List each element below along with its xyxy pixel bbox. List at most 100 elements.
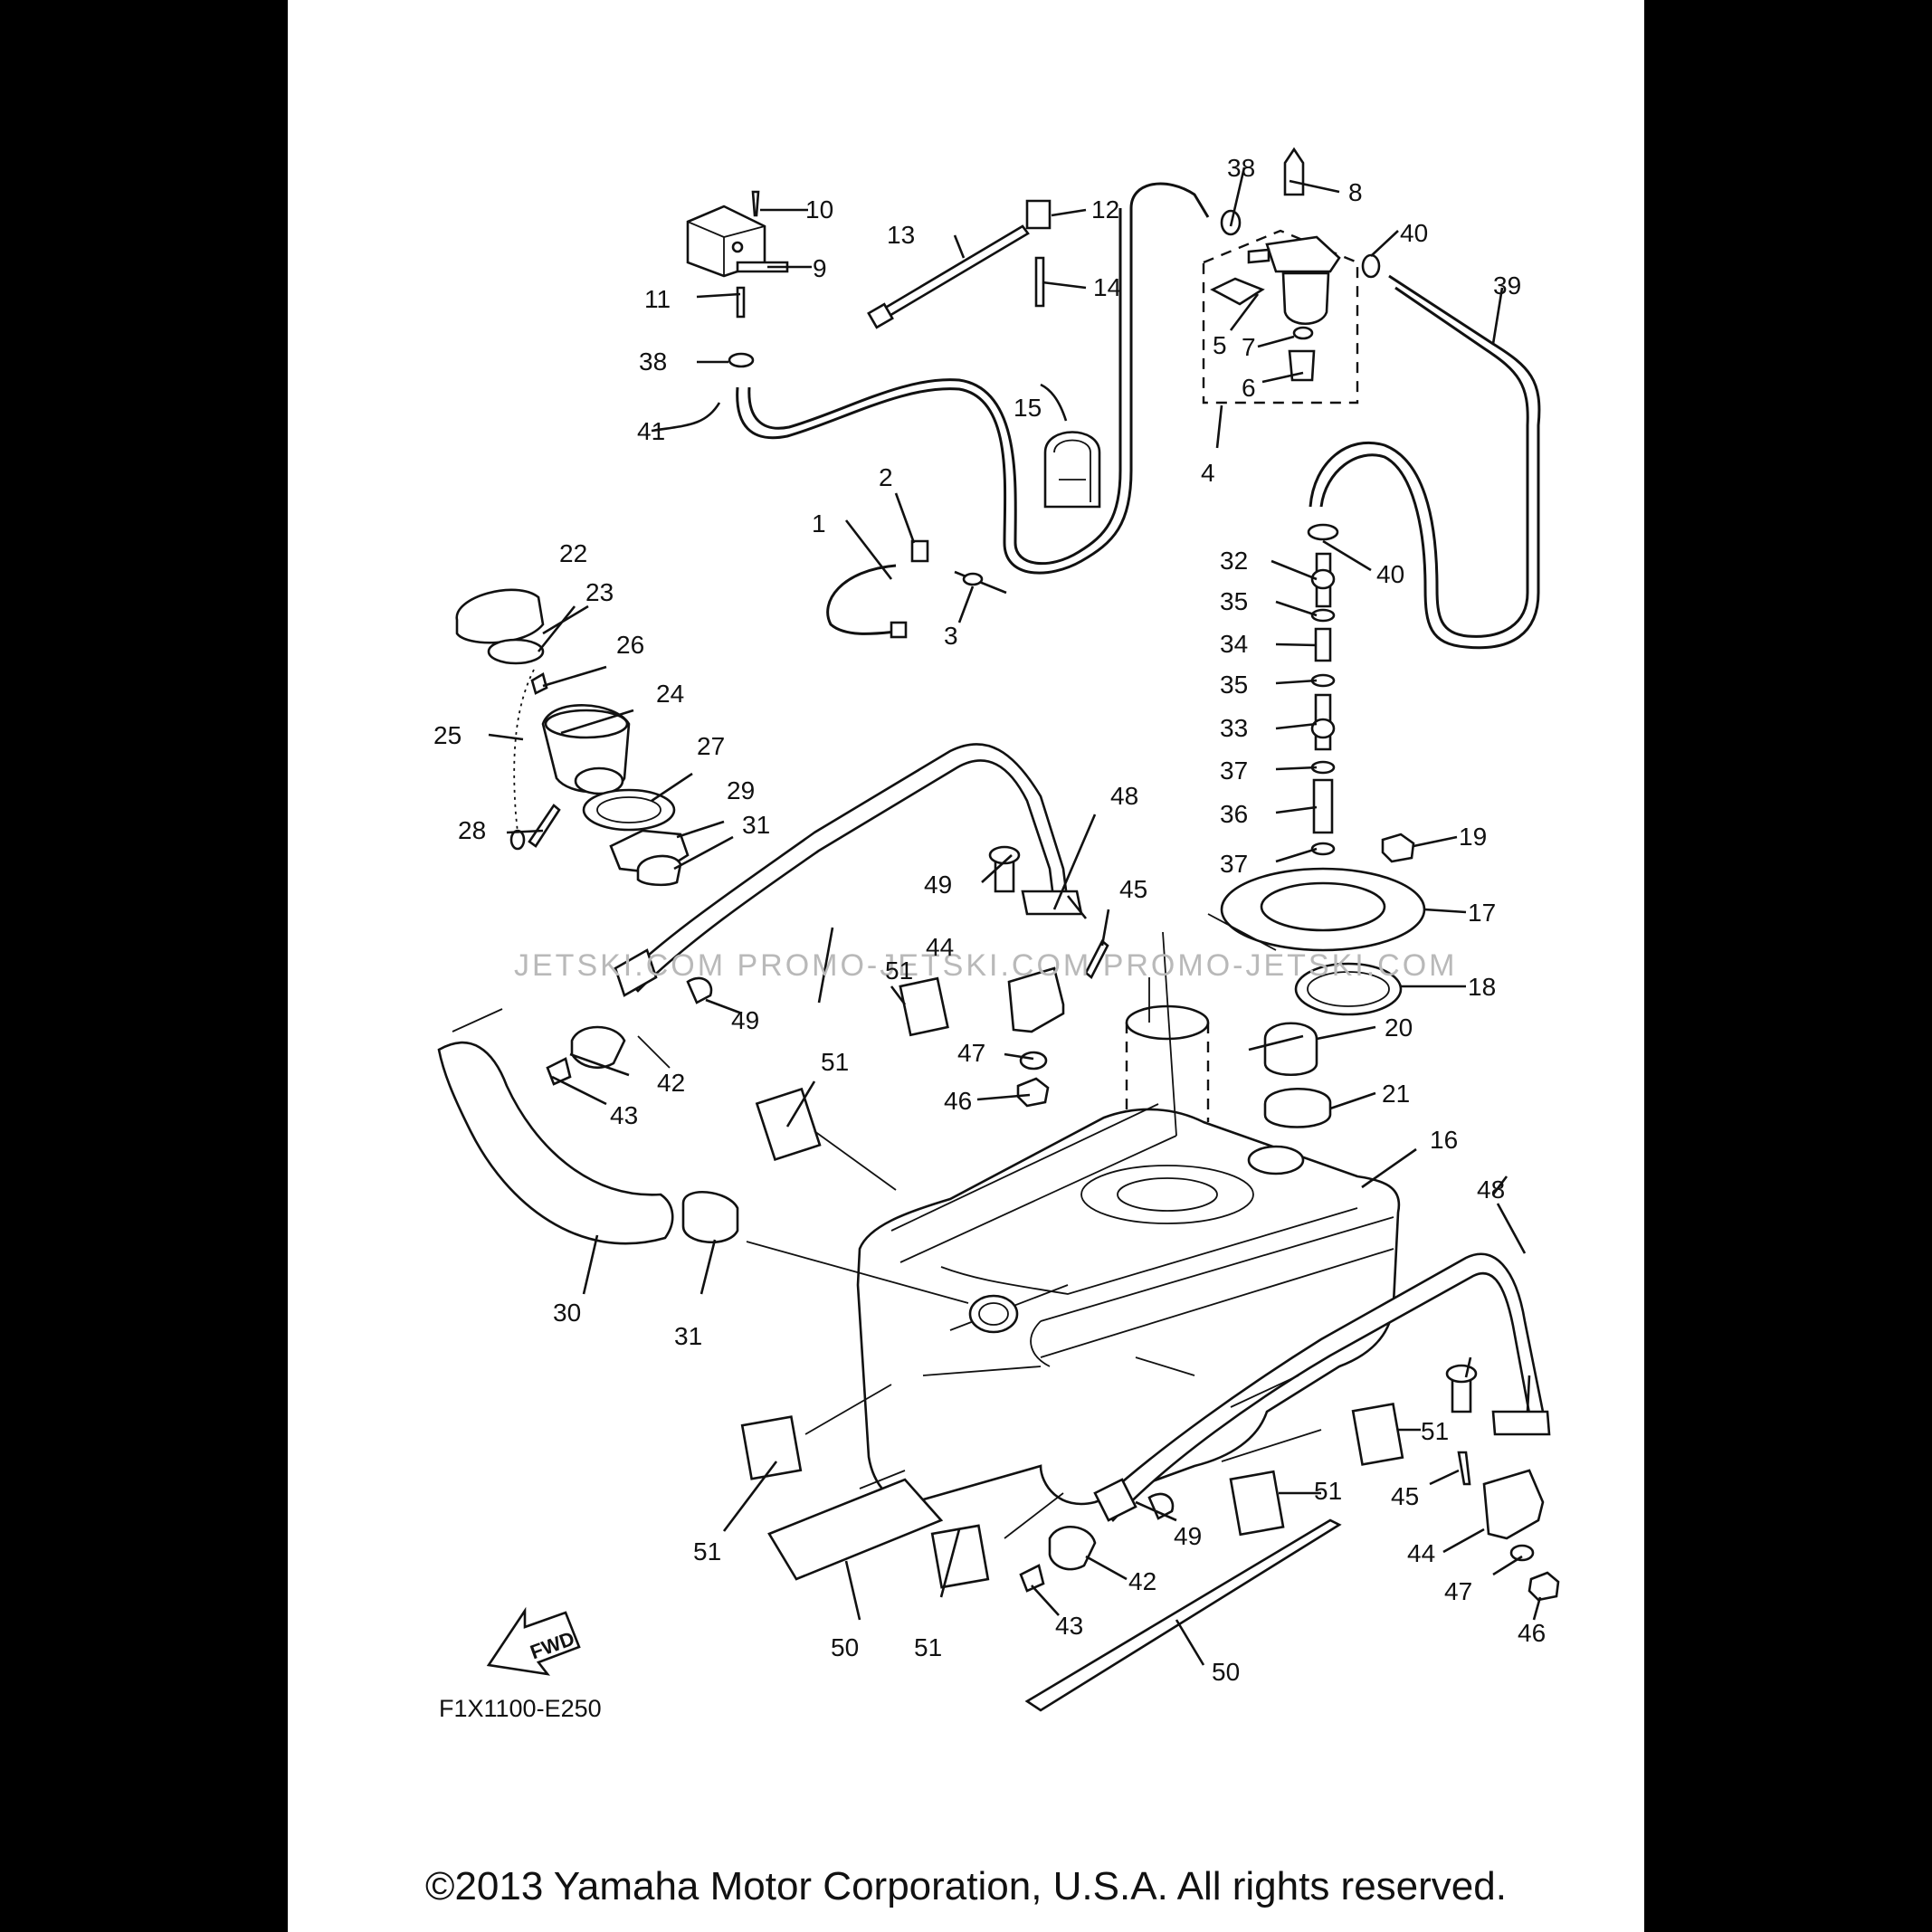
callout-23: 23 bbox=[585, 578, 614, 606]
callout-33: 33 bbox=[1220, 714, 1248, 742]
nut-46-upper bbox=[1016, 1077, 1050, 1108]
callout-13: 13 bbox=[887, 221, 915, 249]
callout-43-top: 43 bbox=[610, 1101, 638, 1129]
cable-tie-13 bbox=[867, 224, 1030, 329]
filter-element-6 bbox=[1288, 349, 1316, 382]
callout-19: 19 bbox=[1459, 823, 1487, 851]
strap-hook-lower bbox=[1491, 1410, 1551, 1436]
cap-20 bbox=[1263, 1022, 1318, 1077]
callout-50-right: 50 bbox=[1212, 1658, 1240, 1686]
hose-41 bbox=[736, 182, 1210, 575]
clamp-40-top bbox=[1361, 253, 1381, 279]
callout-47-bottom: 47 bbox=[1444, 1577, 1472, 1605]
callout-4: 4 bbox=[1201, 459, 1215, 487]
callout-51-a: 51 bbox=[885, 956, 913, 985]
callout-26: 26 bbox=[616, 631, 644, 659]
callout-50-left: 50 bbox=[831, 1633, 859, 1661]
callout-43-bottom: 43 bbox=[1055, 1612, 1083, 1640]
bolt-49-left bbox=[686, 976, 713, 1004]
callout-1: 1 bbox=[812, 509, 826, 538]
rivet-14 bbox=[1034, 256, 1045, 308]
pin-45-upper bbox=[1084, 938, 1109, 980]
callout-44-top: 44 bbox=[926, 933, 954, 961]
diagram-sheet bbox=[288, 0, 1644, 1932]
bracket-5 bbox=[1210, 277, 1265, 306]
hose-39 bbox=[1319, 274, 1541, 650]
callout-51-d: 51 bbox=[914, 1633, 942, 1661]
hose-36 bbox=[1312, 778, 1334, 834]
callout-22: 22 bbox=[559, 539, 587, 567]
fwd-arrow: FWD bbox=[486, 1606, 581, 1676]
sender-opening bbox=[1080, 1165, 1254, 1224]
callout-49-left: 49 bbox=[731, 1006, 759, 1034]
clamp-38-left bbox=[728, 352, 755, 368]
callout-10: 10 bbox=[805, 195, 833, 224]
screw-26 bbox=[530, 672, 548, 695]
callout-16: 16 bbox=[1430, 1126, 1458, 1154]
callout-9: 9 bbox=[813, 254, 827, 282]
clamp-31-top bbox=[636, 854, 682, 887]
callout-24: 24 bbox=[656, 680, 684, 708]
pad-51-f bbox=[1351, 1402, 1404, 1466]
callout-25: 25 bbox=[433, 721, 462, 749]
rivet-11 bbox=[736, 286, 746, 319]
callout-35-bottom: 35 bbox=[1220, 671, 1248, 699]
fuel-tank-16 bbox=[856, 1103, 1401, 1506]
callout-36: 36 bbox=[1220, 800, 1248, 828]
callout-30: 30 bbox=[553, 1299, 581, 1327]
callout-47-top: 47 bbox=[957, 1039, 985, 1067]
clamp-31-bottom bbox=[681, 1191, 739, 1243]
watermark: JETSKI.COM PROMO-JETSKI.COM PROMO-JETSKI… bbox=[514, 948, 1457, 983]
callout-46-top: 46 bbox=[944, 1087, 972, 1115]
band-1 bbox=[826, 564, 897, 635]
callout-45-top: 45 bbox=[1119, 875, 1147, 903]
callout-8: 8 bbox=[1348, 178, 1363, 206]
callout-38-left: 38 bbox=[639, 347, 667, 376]
filler-neck-24 bbox=[541, 704, 631, 795]
callout-45-bottom: 45 bbox=[1391, 1482, 1419, 1510]
bracket-9 bbox=[686, 205, 789, 278]
hose-34 bbox=[1314, 627, 1332, 662]
damper-42-lower bbox=[1048, 1525, 1097, 1571]
strip-50-left bbox=[767, 1478, 944, 1581]
callout-48-bottom: 48 bbox=[1477, 1175, 1505, 1204]
holder-15 bbox=[1043, 431, 1101, 509]
callout-17: 17 bbox=[1468, 899, 1496, 927]
pad-51-c bbox=[740, 1415, 803, 1480]
pad-51-d bbox=[930, 1524, 990, 1589]
strap-buckle-upper bbox=[614, 948, 658, 997]
oring-7 bbox=[1292, 326, 1314, 340]
clamp-37-bottom bbox=[1310, 842, 1336, 856]
pin-45-lower bbox=[1457, 1451, 1471, 1486]
callout-2: 2 bbox=[879, 463, 893, 491]
fuel-level-sender bbox=[1125, 1023, 1210, 1122]
nut-46-lower bbox=[1528, 1571, 1560, 1602]
callout-29: 29 bbox=[727, 776, 755, 804]
callout-51-f: 51 bbox=[1421, 1417, 1449, 1445]
bolt-49-lower bbox=[1147, 1492, 1175, 1520]
nut-19 bbox=[1381, 833, 1415, 863]
rivet-28 bbox=[528, 804, 561, 848]
bracket-44-upper bbox=[1007, 966, 1065, 1033]
callout-31-bottom: 31 bbox=[674, 1322, 702, 1350]
gasket-23 bbox=[487, 638, 545, 665]
callout-18: 18 bbox=[1468, 973, 1496, 1001]
pad-51-e bbox=[1229, 1470, 1285, 1537]
callout-40-bottom: 40 bbox=[1376, 560, 1404, 588]
callout-21: 21 bbox=[1382, 1080, 1410, 1108]
callout-51-b: 51 bbox=[821, 1048, 849, 1076]
callout-31-top: 31 bbox=[742, 811, 770, 839]
leader-lines bbox=[488, 167, 1542, 1666]
callout-42-bottom: 42 bbox=[1128, 1567, 1156, 1595]
callout-3: 3 bbox=[944, 622, 958, 650]
callout-40-top: 40 bbox=[1400, 219, 1428, 247]
clamp-40-bottom bbox=[1307, 523, 1339, 541]
washer-47-upper bbox=[1019, 1051, 1048, 1071]
callout-39: 39 bbox=[1493, 271, 1521, 300]
callout-34: 34 bbox=[1220, 630, 1248, 658]
callout-32: 32 bbox=[1220, 547, 1248, 575]
callout-5: 5 bbox=[1213, 331, 1227, 359]
callout-6: 6 bbox=[1242, 374, 1256, 402]
